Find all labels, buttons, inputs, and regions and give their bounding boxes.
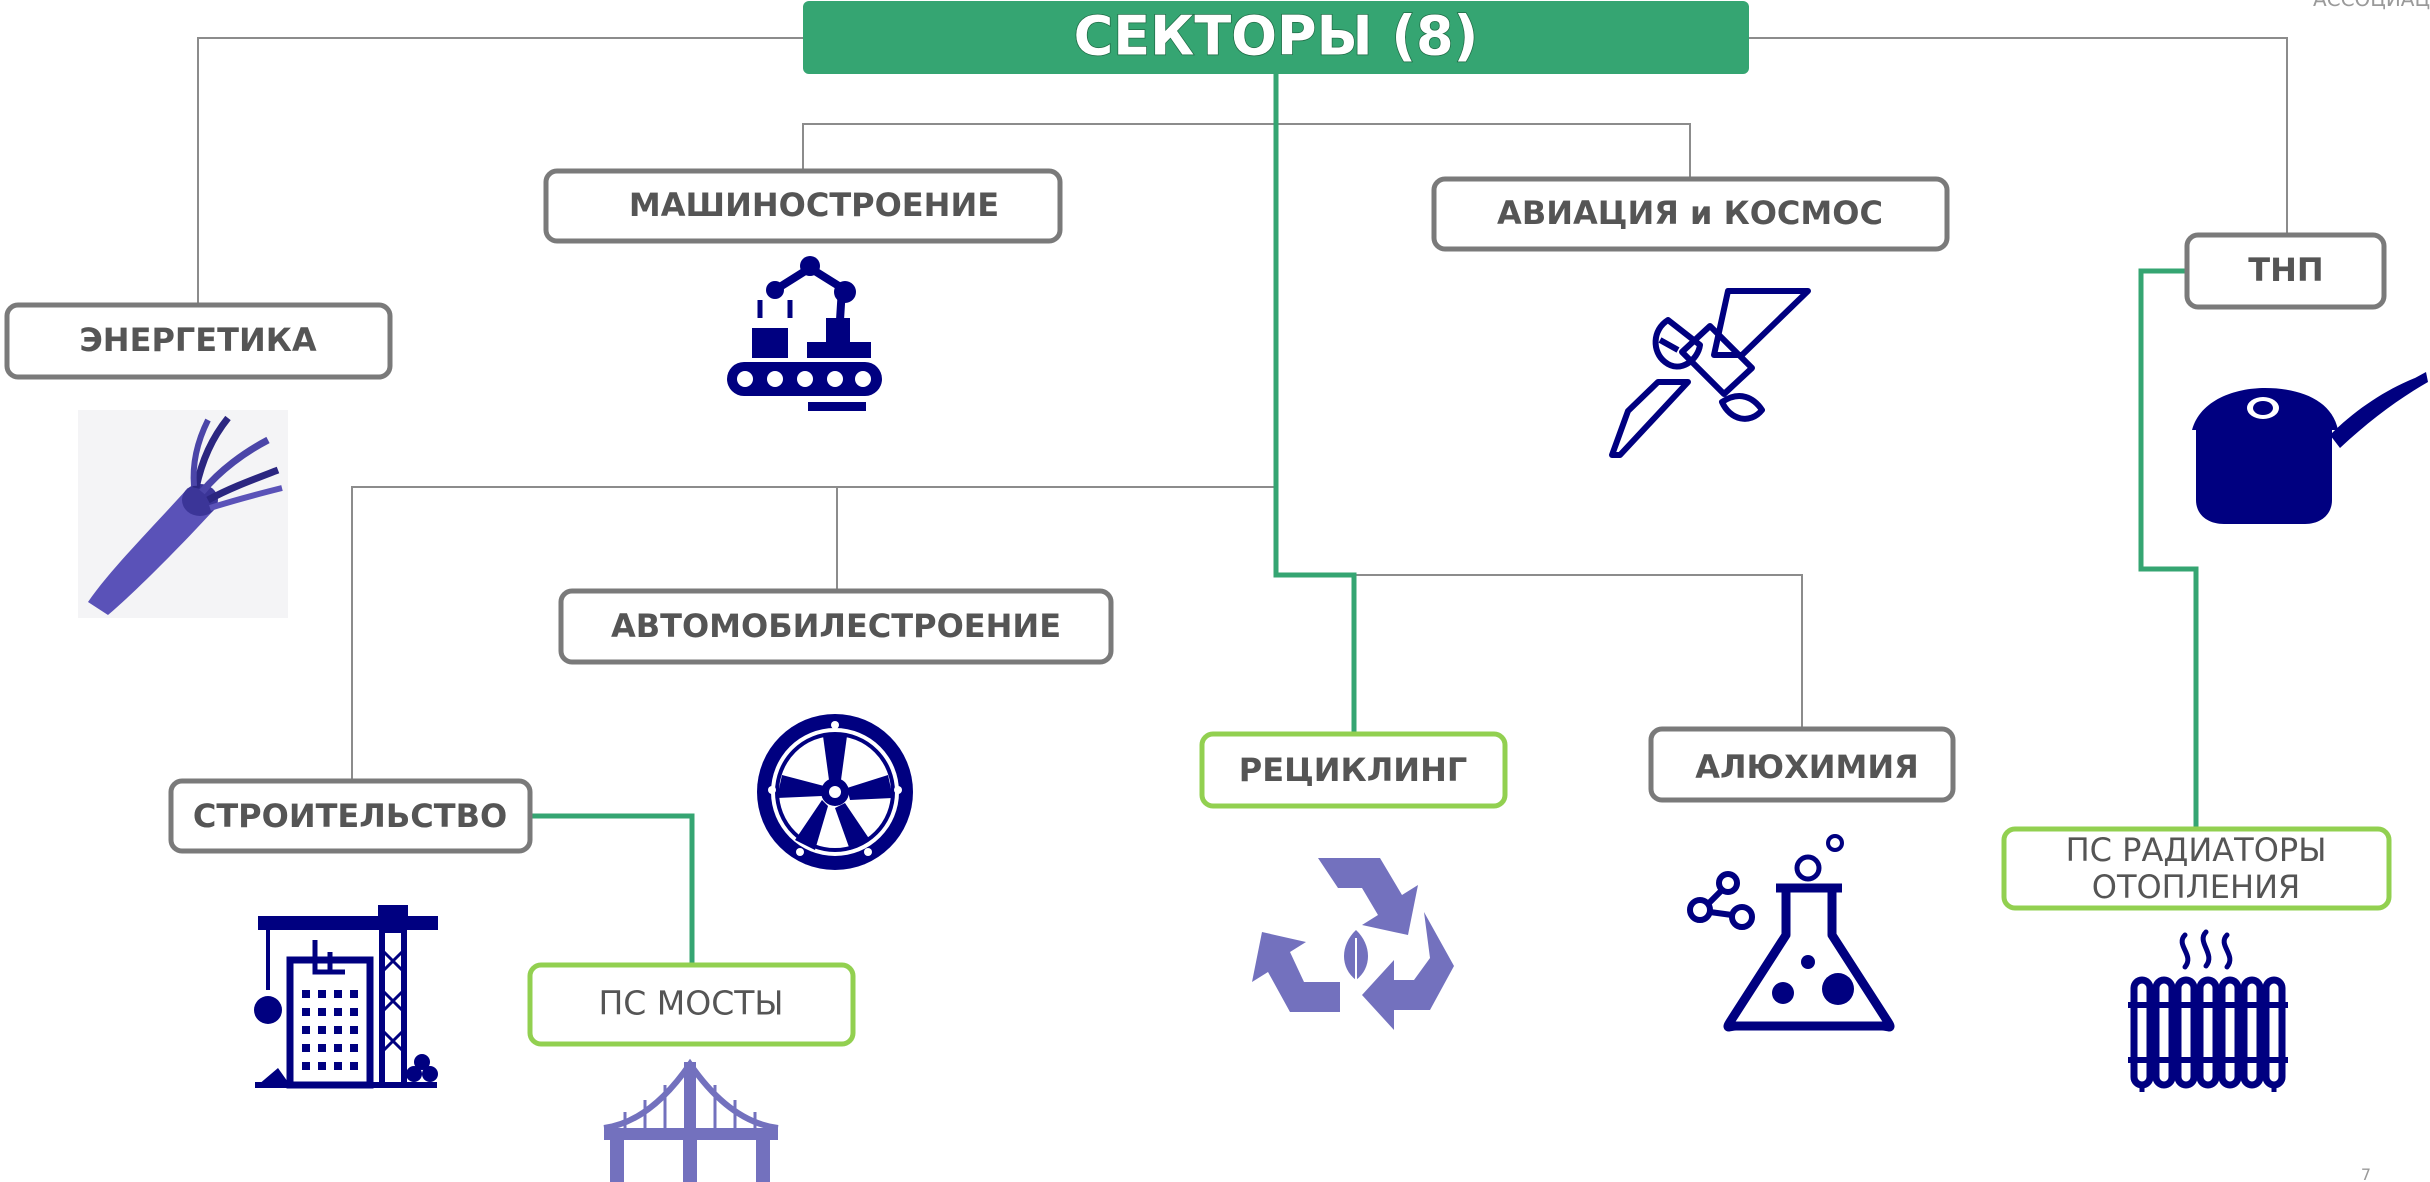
gray-connectors [197,37,2288,780]
sector-box-machinery: МАШИНОСТРОЕНИЕ [543,168,1063,244]
bridge-icon [603,1058,779,1182]
sector-box-construction: СТРОИТЕЛЬСТВО [168,778,533,854]
sector-label-aerospace: АВИАЦИЯ и КОСМОС [1497,194,1883,232]
sector-box-alchemistry: АЛЮХИМИЯ [1648,726,1956,803]
wheel-rim-icon [757,714,913,870]
sector-box-aerospace: АВИАЦИЯ и КОСМОС [1431,176,1950,252]
subsector-label-bridges: ПС МОСТЫ [598,984,783,1023]
robot-arm-conveyor-icon [727,256,882,411]
recycle-icon [1252,858,1454,1030]
sector-box-consumer: ТНП [2184,232,2387,310]
title-bar: СЕКТОРЫ (8) [803,1,1749,74]
chemistry-flask-icon [1687,834,1895,1032]
sector-box-energy: ЭНЕРГЕТИКА [4,302,393,380]
radiator-icon [2128,929,2288,1092]
page-title: СЕКТОРЫ (8) [1074,5,1479,68]
saucepan-icon [2192,372,2428,524]
sector-box-automotive: АВТОМОБИЛЕСТРОЕНИЕ [558,588,1114,665]
sector-label-machinery: МАШИНОСТРОЕНИЕ [629,186,999,224]
subsector-label-radiators-line1: ПС РАДИАТОРЫ [2066,831,2327,869]
satellite-icon [1609,288,1811,458]
sector-label-automotive: АВТОМОБИЛЕСТРОЕНИЕ [611,607,1061,645]
sector-label-recycling: РЕЦИКЛИНГ [1239,751,1467,789]
sector-label-consumer: ТНП [2248,251,2323,289]
subsector-box-radiators: ПС РАДИАТОРЫ ОТОПЛЕНИЯ [2001,826,2392,911]
green-connectors [530,74,2199,964]
sector-label-energy: ЭНЕРГЕТИКА [79,321,317,359]
sector-label-construction: СТРОИТЕЛЬСТВО [193,797,507,835]
cable-icon [78,410,288,618]
subsector-label-radiators-line2: ОТОПЛЕНИЯ [2092,868,2301,906]
page-number: 7 [2361,1165,2371,1182]
subsector-box-bridges: ПС МОСТЫ [527,962,856,1047]
sector-label-alchemistry: АЛЮХИМИЯ [1695,748,1919,786]
sector-box-recycling: РЕЦИКЛИНГ [1199,731,1508,809]
construction-crane-icon [254,905,438,1089]
corner-text: АССОЦИАЦ [2313,0,2430,11]
